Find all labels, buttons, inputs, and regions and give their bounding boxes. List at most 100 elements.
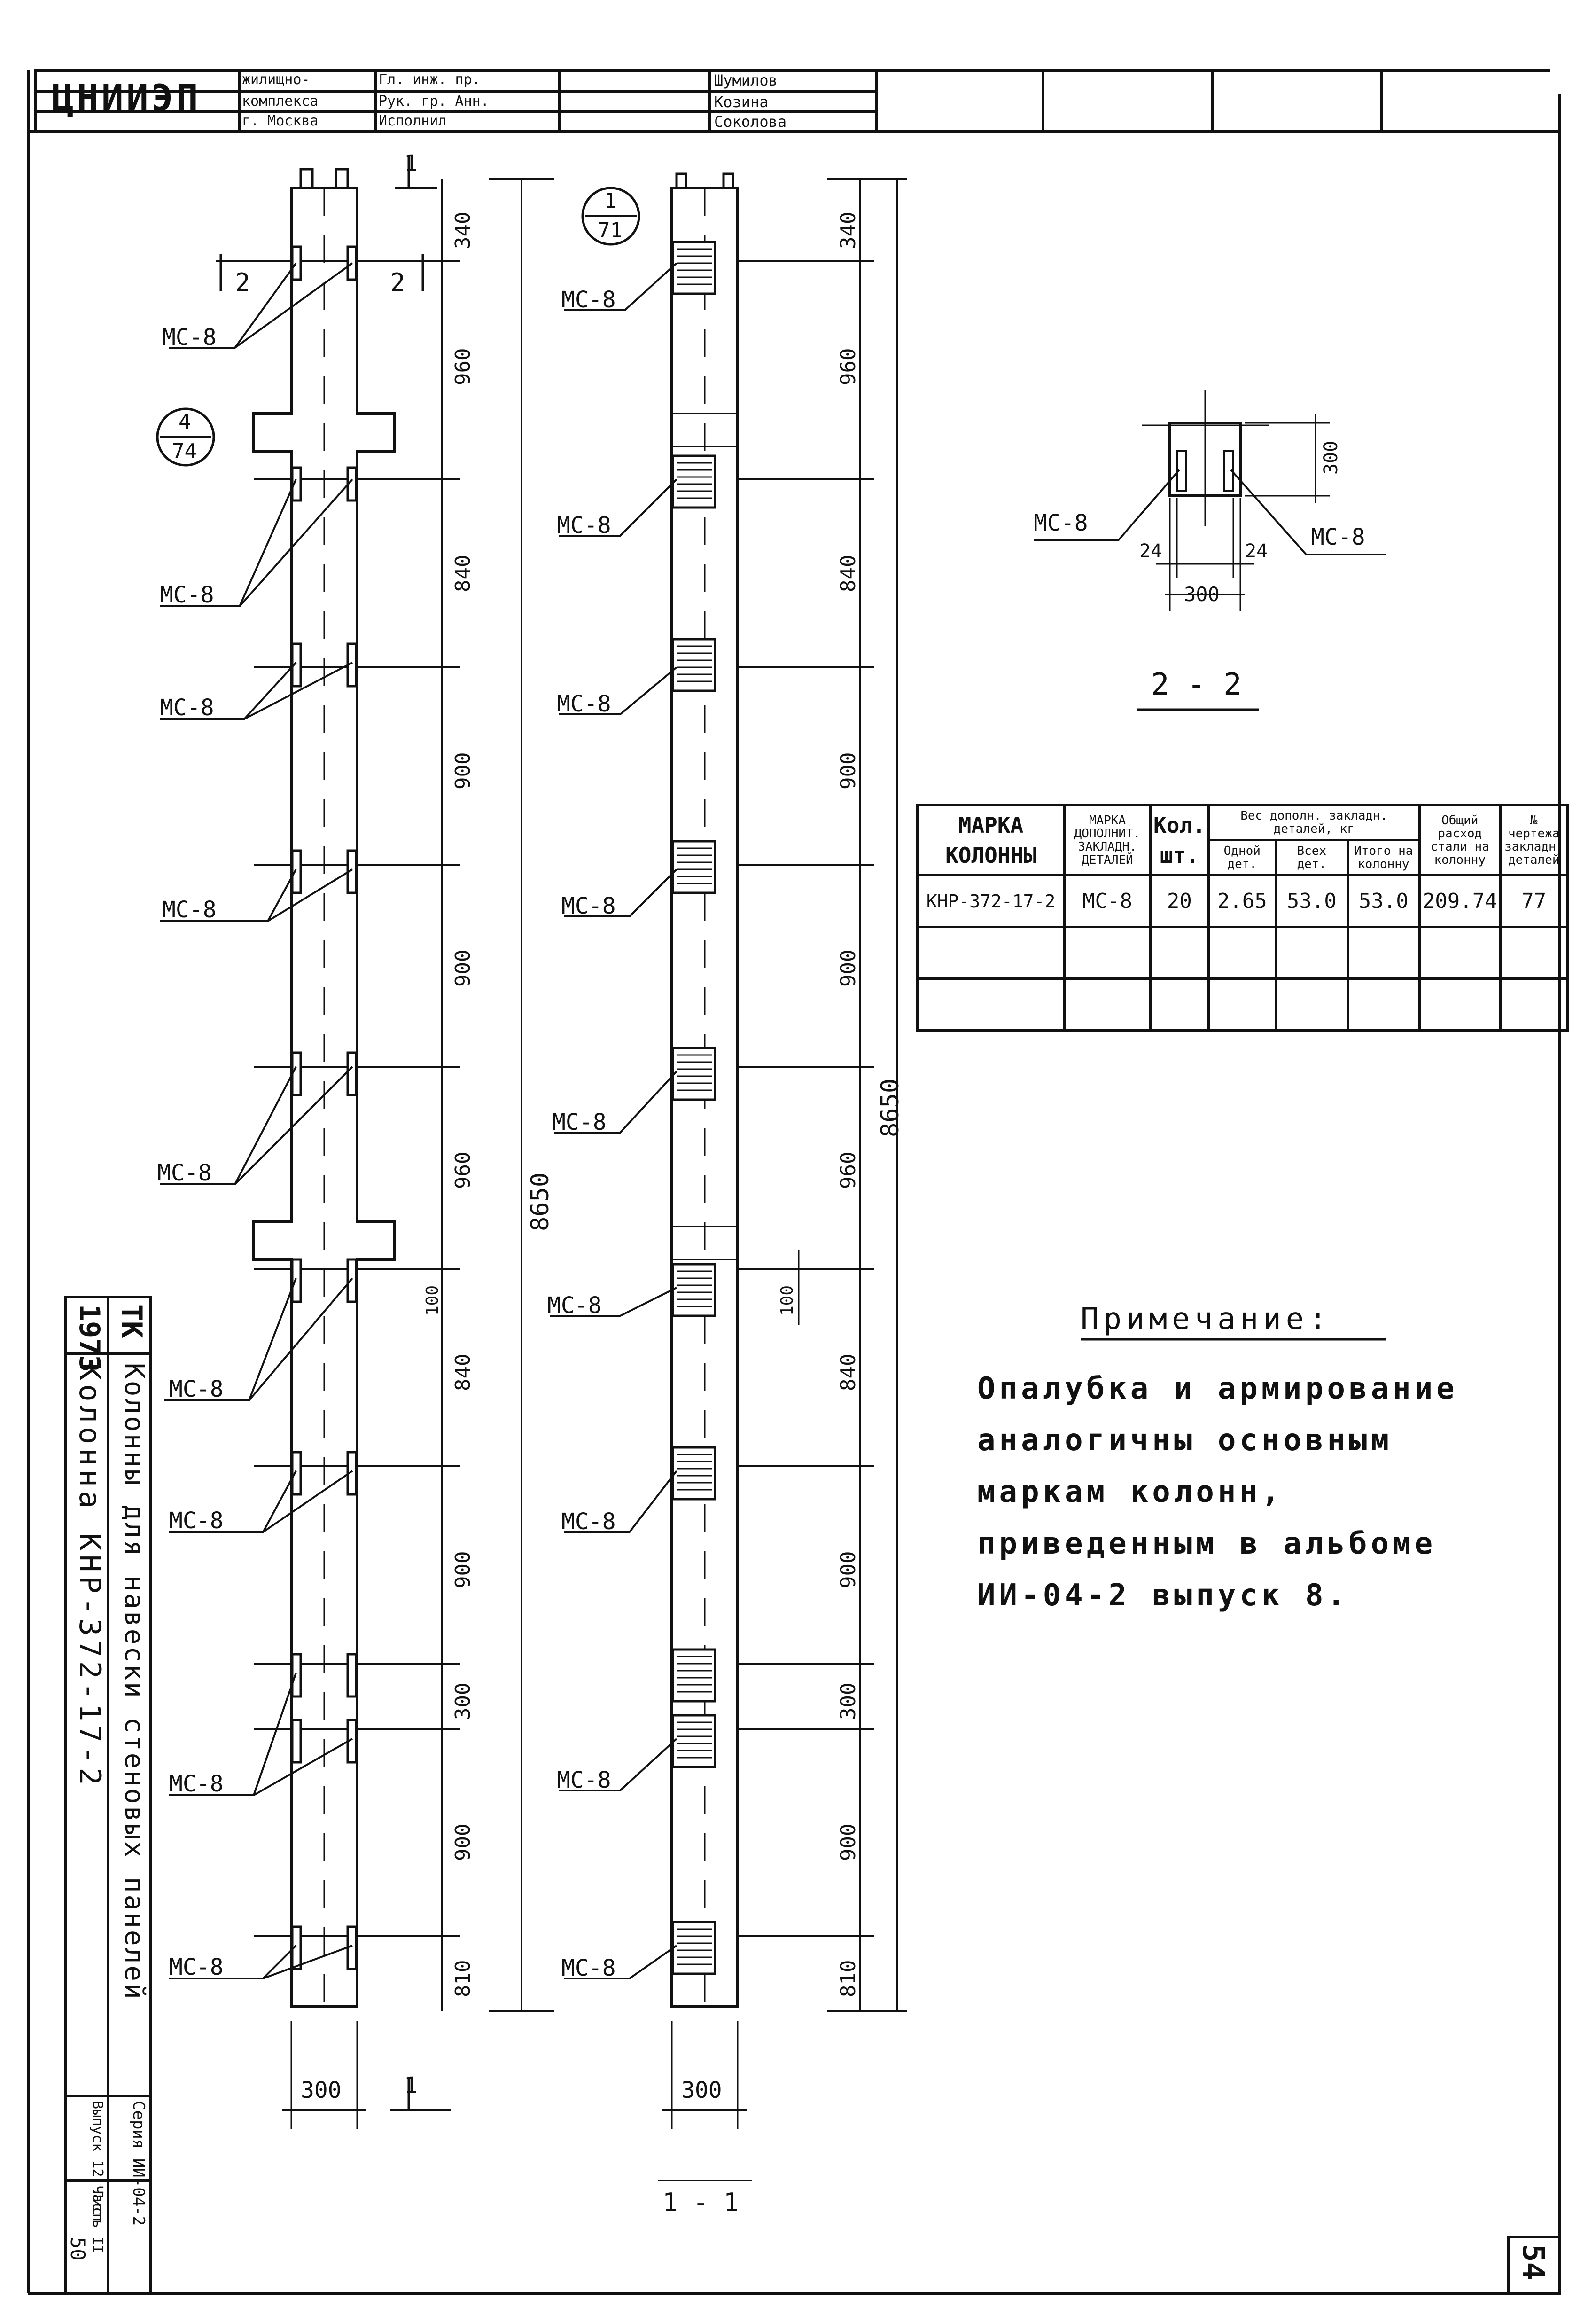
col1-dim: 900 xyxy=(451,1823,475,1861)
header-box xyxy=(34,69,878,133)
col1-callout-bottom: 74 xyxy=(172,439,197,463)
col1-width-dim: 300 xyxy=(301,2077,342,2103)
table-cell: 2.65 xyxy=(1207,874,1277,928)
table-cell: 53.0 xyxy=(1274,874,1349,928)
org-line-3: г. Москва xyxy=(242,113,319,129)
col1-dim: 900 xyxy=(451,752,475,790)
th-weight-group: Вес дополн. закладн. деталей, кг xyxy=(1207,804,1421,841)
stamp-tk: ТК xyxy=(115,1304,148,1338)
table-cell xyxy=(1499,977,1569,1032)
col2-dim: 900 xyxy=(836,949,860,987)
table-cell: МС-8 xyxy=(1063,874,1152,928)
note-text: Опалубка и армирование аналогичны основн… xyxy=(977,1371,1458,1613)
stamp-year: 1973 xyxy=(73,1304,106,1372)
col2-dim: 840 xyxy=(836,1353,860,1391)
table-cell: 209.74 xyxy=(1418,874,1502,928)
col1-mc-label: МС-8 xyxy=(162,897,217,923)
th-mark-1: МАРКА xyxy=(958,812,1024,838)
table-cell: 20 xyxy=(1149,874,1210,928)
table-cell xyxy=(1274,977,1349,1032)
section-2-2-inset-right: 24 xyxy=(1245,540,1268,562)
name-2: Козина xyxy=(714,93,769,111)
table-cell xyxy=(1063,926,1152,980)
section-2-2-title: 2 - 2 xyxy=(1151,667,1242,702)
col1-offset-dim: 100 xyxy=(423,1285,442,1316)
table-cell xyxy=(1274,926,1349,980)
table-cell xyxy=(916,926,1066,980)
col1-dim: 960 xyxy=(451,1151,475,1189)
column-1-plates xyxy=(291,245,358,1970)
col2-mc-label: МС-8 xyxy=(557,691,611,717)
section-2-2-right-label: МС-8 xyxy=(1311,524,1365,550)
table-cell xyxy=(1207,977,1277,1032)
th-all: Всех дет. xyxy=(1274,839,1349,876)
col1-mc-label: МС-8 xyxy=(169,1508,224,1534)
col2-offset-dim: 100 xyxy=(778,1285,797,1316)
col1-callout-top: 4 xyxy=(179,410,191,434)
stamp-sheet-label: Лист xyxy=(89,2190,106,2224)
th-mark: МАРКА КОЛОННЫ xyxy=(916,804,1066,876)
col2-mc-label: МС-8 xyxy=(561,1509,616,1535)
col2-dim: 900 xyxy=(836,752,860,790)
col1-dim: 340 xyxy=(451,211,475,249)
table-cell: 53.0 xyxy=(1346,874,1421,928)
table-row xyxy=(916,926,1569,980)
col1-mc-label: МС-8 xyxy=(169,1771,224,1797)
col2-mc-label: МС-8 xyxy=(552,1109,607,1135)
section-2-2 xyxy=(1034,390,1386,711)
col1-dim: 840 xyxy=(451,555,475,592)
th-one: Одной дет. xyxy=(1207,839,1277,876)
col1-mc-label: МС-8 xyxy=(169,1954,224,1980)
col2-dim: 300 xyxy=(836,1682,860,1720)
col2-mc-label: МС-8 xyxy=(561,893,616,919)
col1-mc-label: МС-8 xyxy=(169,1376,224,1402)
col2-mc-label: МС-8 xyxy=(557,512,611,539)
col2-mc-label: МС-8 xyxy=(561,287,616,313)
stamp-issue: Выпуск 12 Часть II xyxy=(89,2101,106,2254)
col2-view-label: 1 - 1 xyxy=(662,2188,739,2217)
col2-overall-dim: 8650 xyxy=(876,1078,904,1137)
col2-width-dim: 300 xyxy=(681,2077,722,2103)
table-cell xyxy=(916,977,1066,1032)
table-cell xyxy=(1346,977,1421,1032)
col1-dim: 810 xyxy=(451,1960,475,1997)
table-cell: КНР-372-17-2 xyxy=(916,874,1066,928)
table-cell xyxy=(1346,926,1421,980)
details-table: МАРКА КОЛОННЫ МАРКА ДОПОЛНИТ. ЗАКЛАДН. Д… xyxy=(916,804,1569,1032)
col2-callout-bottom: 71 xyxy=(598,219,623,242)
section-2-2-inset-left: 24 xyxy=(1139,540,1162,562)
name-1: Шумилов xyxy=(714,71,778,89)
column-2-plates xyxy=(671,241,716,1975)
col2-mc-label: МС-8 xyxy=(561,1955,616,1981)
table-cell xyxy=(1063,977,1152,1032)
role-3: Исполнил xyxy=(379,113,447,129)
org-line-2: комплекса xyxy=(242,93,319,109)
th-detail-mark: МАРКА ДОПОЛНИТ. ЗАКЛАДН. ДЕТАЛЕЙ xyxy=(1063,804,1152,876)
col1-mc-label: МС-8 xyxy=(160,582,214,608)
th-qty-2: шт. xyxy=(1160,842,1199,868)
sheet-frame xyxy=(27,70,1561,2295)
column-2-leaders xyxy=(550,262,677,1979)
table-cell: 77 xyxy=(1499,874,1569,928)
note-title: Примечание: xyxy=(1081,1302,1331,1337)
role-1: Гл. инж. пр. xyxy=(379,71,481,88)
table-cell xyxy=(1499,926,1569,980)
col1-mc-label: МС-8 xyxy=(160,695,214,721)
col1-section-2-right: 2 xyxy=(390,268,405,297)
col1-mc-label: МС-8 xyxy=(162,324,217,351)
th-drawing-no: № чертежа закладн. деталей xyxy=(1499,804,1569,876)
col2-mc-label: МС-8 xyxy=(547,1292,602,1319)
org-line-1: жилищно- xyxy=(242,71,310,88)
col2-mc-label: МС-8 xyxy=(557,1767,611,1793)
section-2-2-left-label: МС-8 xyxy=(1034,510,1088,536)
stamp-series: Серия ИИ-04-2 xyxy=(129,2101,148,2226)
column-2-plate-hatch xyxy=(677,248,712,1965)
col1-mc-label: МС-8 xyxy=(157,1160,212,1186)
stamp-title: Колонны для навески стеновых панелей xyxy=(119,1363,149,2001)
col1-dim: 900 xyxy=(451,949,475,987)
section-2-2-height-dim: 300 xyxy=(1320,440,1342,475)
col2-dim: 960 xyxy=(836,348,860,385)
role-2: Рук. гр. Анн. xyxy=(379,93,489,109)
table-cell xyxy=(1149,926,1210,980)
